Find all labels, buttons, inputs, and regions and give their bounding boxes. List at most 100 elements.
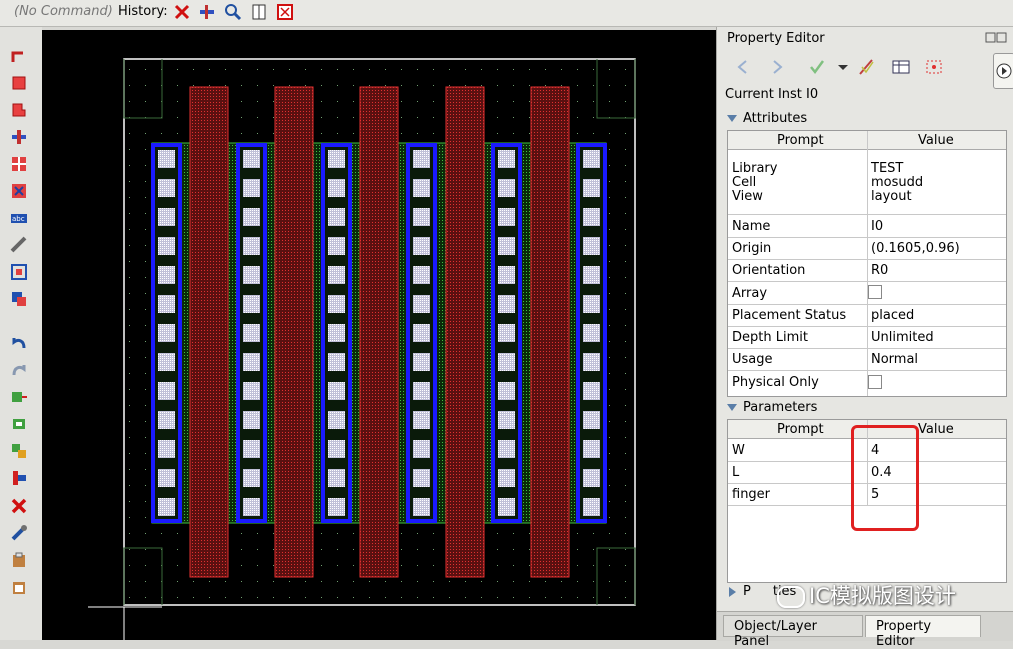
panel-side-toggle[interactable]	[993, 53, 1013, 89]
cell-boundary	[123, 58, 636, 606]
contact	[158, 150, 175, 168]
create-pin-icon[interactable]	[10, 182, 28, 200]
clipboard-icon[interactable]	[10, 578, 28, 596]
split-icon[interactable]	[250, 3, 268, 21]
edit-icon[interactable]	[10, 524, 28, 542]
corner-marker	[123, 59, 163, 119]
table-row-orientation[interactable]: Orientation R0	[728, 259, 1006, 282]
property-editor-panel: Property Editor Current Inst I0 Attribut…	[716, 27, 1013, 649]
contact	[243, 295, 260, 313]
table-row-finger[interactable]: finger 5	[728, 483, 1006, 506]
contact	[498, 353, 515, 371]
collapse-triangle-icon	[727, 404, 737, 411]
zoom-box-icon[interactable]	[10, 290, 28, 308]
value-placement-status[interactable]: placed	[871, 308, 915, 323]
contact	[413, 208, 430, 226]
create-label-icon[interactable]: abc	[10, 209, 28, 227]
expand-triangle-icon	[729, 586, 736, 597]
table-row-origin[interactable]: Origin (0.1605,0.96)	[728, 237, 1006, 260]
redo-icon[interactable]	[10, 361, 28, 379]
column-divider	[867, 131, 868, 396]
value-view: layout	[871, 189, 912, 204]
ruler-icon[interactable]	[10, 236, 28, 254]
physical-only-checkbox[interactable]	[868, 375, 882, 389]
contact	[413, 324, 430, 342]
poly-gate	[359, 86, 399, 578]
delete-icon[interactable]	[173, 3, 191, 21]
prompt-view: View	[732, 189, 763, 204]
window-controls-icon[interactable]	[985, 32, 1007, 44]
contact	[328, 498, 345, 516]
contact	[413, 498, 430, 516]
attributes-section-header[interactable]: Attributes	[727, 111, 807, 126]
select-instance-icon[interactable]	[924, 57, 944, 77]
copy-icon[interactable]	[10, 388, 28, 406]
table-row-name[interactable]: Name I0	[728, 215, 1006, 238]
attributes-table: Prompt Value Library Cell View TEST mosu…	[727, 130, 1007, 397]
forward-arrow-icon[interactable]	[767, 57, 787, 77]
contact	[583, 353, 600, 371]
table-row-libcellview[interactable]: Library Cell View TEST mosudd layout	[728, 150, 1006, 215]
poly-gate	[530, 86, 570, 578]
value-w[interactable]: 4	[871, 443, 880, 458]
table-row-placement-status[interactable]: Placement Status placed	[728, 304, 1006, 327]
red-annotation-mark	[851, 425, 919, 531]
value-library: TEST	[871, 161, 904, 176]
contact	[498, 440, 515, 458]
tab-property-editor[interactable]: Property Editor	[865, 615, 981, 649]
undo-icon[interactable]	[10, 334, 28, 352]
value-orientation[interactable]: R0	[871, 263, 889, 278]
properties-header-label: P	[743, 584, 751, 599]
contact	[158, 440, 175, 458]
table-row-w[interactable]: W 4	[728, 439, 1006, 462]
contact	[498, 208, 515, 226]
value-l[interactable]: 0.4	[871, 465, 892, 480]
contact	[498, 498, 515, 516]
table-row-array[interactable]: Array	[728, 281, 1006, 305]
dropdown-arrow-icon[interactable]	[833, 57, 853, 77]
prompt-library: Library	[732, 161, 778, 176]
back-arrow-icon[interactable]	[733, 57, 753, 77]
merge-icon[interactable]	[10, 469, 28, 487]
command-status: (No Command)	[14, 4, 113, 19]
create-rect-icon[interactable]	[10, 74, 28, 92]
delete-icon[interactable]	[10, 497, 28, 515]
prompt-origin: Origin	[732, 241, 772, 256]
table-row-depth-limit[interactable]: Depth Limit Unlimited	[728, 326, 1006, 349]
value-name[interactable]: I0	[871, 219, 884, 234]
apply-check-icon[interactable]	[807, 57, 827, 77]
parameters-section-header[interactable]: Parameters	[727, 400, 817, 415]
ruler-icon[interactable]	[198, 3, 216, 21]
value-origin[interactable]: (0.1605,0.96)	[871, 241, 960, 256]
column-divider	[867, 420, 868, 506]
contact	[498, 469, 515, 487]
edit-property-icon[interactable]	[857, 57, 877, 77]
play-icon	[996, 63, 1012, 79]
create-polygon-icon[interactable]	[10, 101, 28, 119]
prompt-l: L	[732, 465, 740, 480]
table-row-usage[interactable]: Usage Normal	[728, 348, 1006, 371]
stretch-icon[interactable]	[10, 442, 28, 460]
fit-icon[interactable]	[276, 3, 294, 21]
zoom-fit-icon[interactable]	[10, 263, 28, 281]
create-via-icon[interactable]	[10, 128, 28, 146]
tab-object-layer-panel[interactable]: Object/Layer Panel	[723, 615, 863, 649]
contact	[328, 179, 345, 197]
contact	[158, 324, 175, 342]
zoom-icon[interactable]	[224, 3, 242, 21]
value-finger[interactable]: 5	[871, 487, 880, 502]
create-instance-icon[interactable]	[10, 155, 28, 173]
table-row-l[interactable]: L 0.4	[728, 461, 1006, 484]
contact	[413, 266, 430, 284]
move-icon[interactable]	[10, 415, 28, 433]
contact	[413, 382, 430, 400]
property-table-icon[interactable]	[891, 57, 911, 77]
poly-gates	[189, 86, 570, 578]
table-row-physical-only[interactable]: Physical Only	[728, 370, 1006, 394]
layout-canvas[interactable]	[42, 30, 716, 640]
paste-icon[interactable]	[10, 551, 28, 569]
create-path-icon[interactable]	[10, 47, 28, 65]
array-checkbox[interactable]	[868, 285, 882, 299]
value-usage[interactable]: Normal	[871, 352, 919, 367]
value-depth-limit[interactable]: Unlimited	[871, 330, 934, 345]
